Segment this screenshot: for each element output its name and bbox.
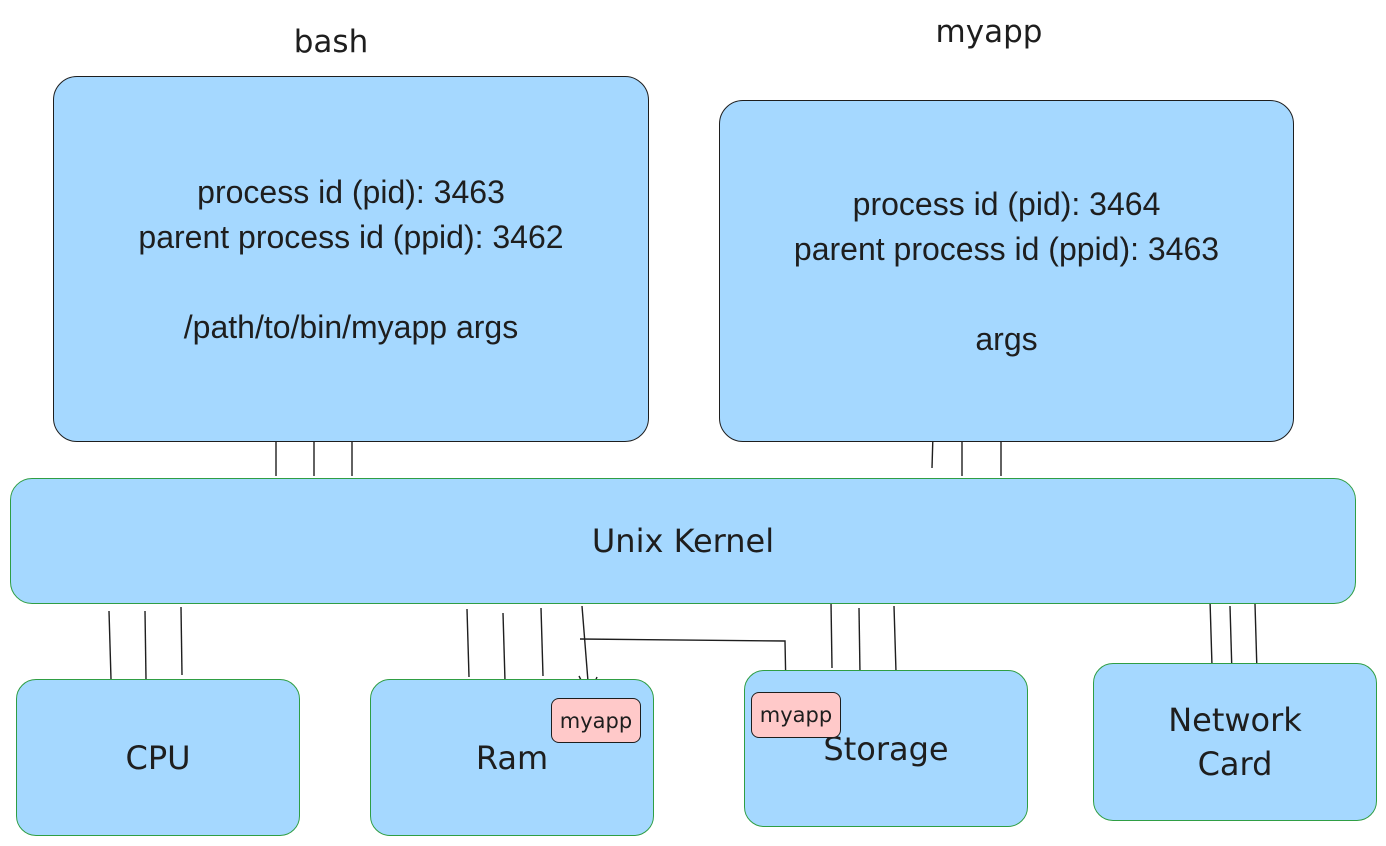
unix-kernel-label: Unix Kernel xyxy=(591,522,775,560)
bash-process-box: process id (pid): 3463 parent process id… xyxy=(53,76,649,442)
myapp-process-title: myapp xyxy=(935,14,1043,50)
myapp-ppid: parent process id (ppid): 3463 xyxy=(793,231,1220,267)
bash-process-title: bash xyxy=(293,24,369,60)
cpu-label: CPU xyxy=(125,738,191,777)
network-card-box: Network Card xyxy=(1093,663,1377,821)
cpu-kernel-line xyxy=(180,606,183,676)
cpu-box: CPU xyxy=(16,679,300,836)
storage-myapp-tag-label: myapp xyxy=(759,703,833,727)
bash-pid: process id (pid): 3463 xyxy=(197,174,505,210)
network-kernel-line xyxy=(1229,605,1233,675)
storage-label: Storage xyxy=(823,729,949,768)
unix-kernel-box: Unix Kernel xyxy=(10,478,1356,604)
ram-kernel-line xyxy=(466,608,470,678)
ram-myapp-tag: myapp xyxy=(551,698,641,743)
ram-kernel-line xyxy=(540,607,544,677)
storage-kernel-line xyxy=(893,605,897,673)
cpu-kernel-line xyxy=(108,610,112,680)
ram-myapp-tag-label: myapp xyxy=(559,708,633,733)
network-card-label-line2: Card xyxy=(1197,745,1273,783)
myapp-process-box: process id (pid): 3464 parent process id… xyxy=(719,100,1294,442)
network-kernel-line xyxy=(1254,603,1258,673)
bash-ppid: parent process id (ppid): 3462 xyxy=(138,219,564,255)
myapp-args: args xyxy=(975,321,1038,357)
storage-myapp-tag: myapp xyxy=(751,692,841,738)
cpu-kernel-line xyxy=(144,610,147,680)
ram-label: Ram xyxy=(475,738,549,777)
network-kernel-line xyxy=(1209,599,1213,667)
bash-command: /path/to/bin/myapp args xyxy=(183,309,519,345)
network-card-label-line1: Network xyxy=(1168,701,1302,739)
myapp-pid: process id (pid): 3464 xyxy=(852,186,1161,222)
ram-kernel-line xyxy=(502,612,506,682)
storage-kernel-line xyxy=(858,607,861,675)
storage-kernel-line xyxy=(830,601,833,669)
